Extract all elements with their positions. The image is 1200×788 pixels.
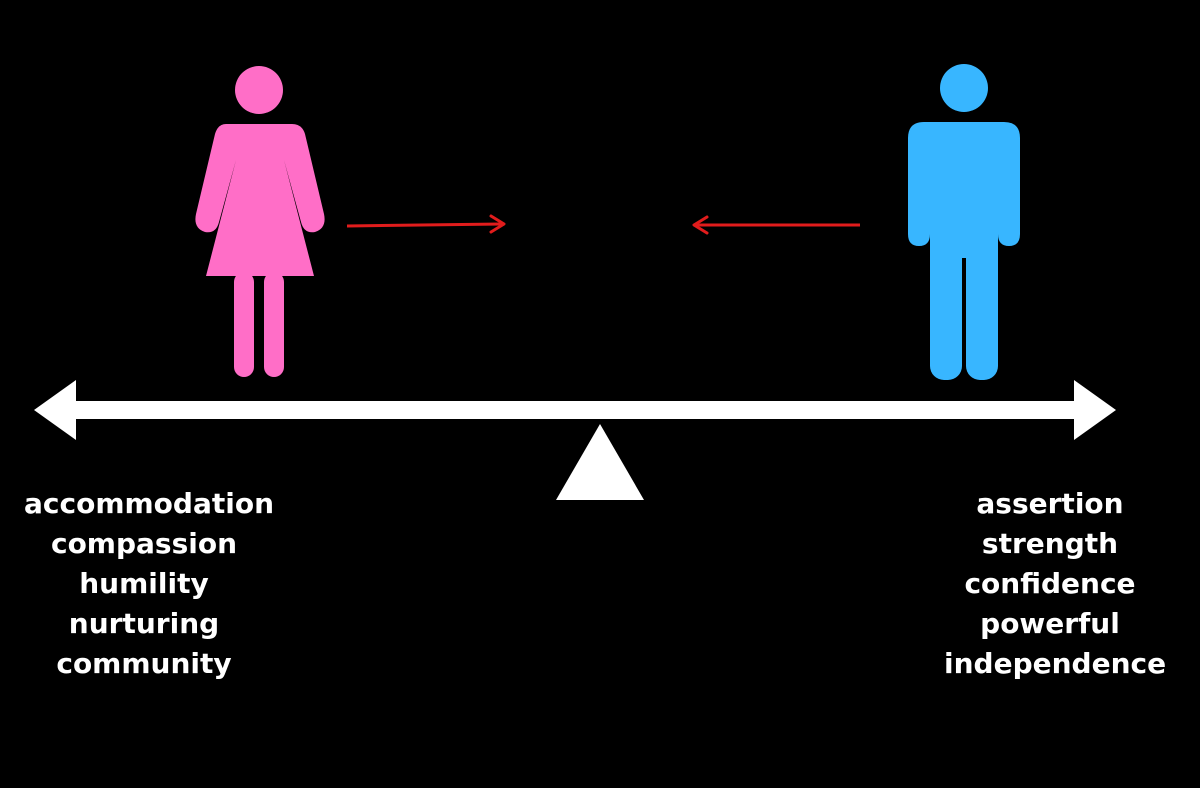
left-traits-list: accommodation compassion humility nurtur… <box>24 484 275 684</box>
right-trait-item: confidence <box>964 567 1136 600</box>
male-figure-icon <box>908 64 1020 380</box>
seesaw-beam-icon <box>34 380 1116 440</box>
right-trait-item: assertion <box>976 487 1124 520</box>
left-trait-item: compassion <box>50 527 238 560</box>
arrow-left-icon <box>692 215 860 235</box>
right-trait-item: independence <box>944 647 1167 680</box>
arrow-right-icon <box>346 214 506 234</box>
female-figure-icon <box>195 66 325 377</box>
right-trait-item: strength <box>981 527 1119 560</box>
left-trait-item: humility <box>79 567 209 600</box>
left-trait-item: nurturing <box>68 607 220 640</box>
left-trait-item: accommodation <box>24 487 275 520</box>
right-traits-list: assertion strength confidence powerful i… <box>944 484 1167 684</box>
right-trait-item: powerful <box>980 607 1120 640</box>
fulcrum-triangle-icon <box>556 424 644 500</box>
left-trait-item: community <box>56 647 232 680</box>
